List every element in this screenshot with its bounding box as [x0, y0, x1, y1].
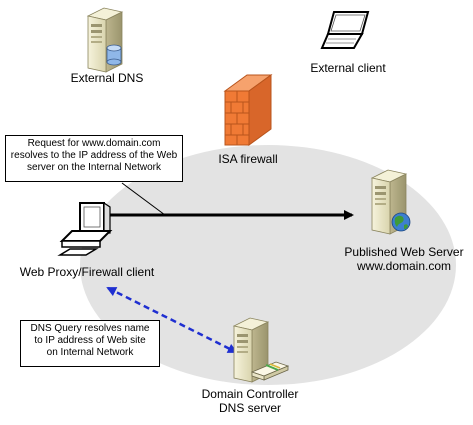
server-icon [370, 169, 411, 235]
web-proxy-client-label: Web Proxy/Firewall client [19, 265, 155, 279]
published-web-server-label: Published Web Server www.domain.com [344, 245, 464, 273]
firewall-icon [223, 74, 273, 146]
database-icon [106, 44, 122, 66]
desktop-computer-icon [57, 201, 113, 256]
dns-query-arrow [106, 286, 238, 354]
server-icon [86, 7, 124, 73]
request-callout: Request for www.domain.com resolves to t… [5, 135, 183, 182]
external-client-label: External client [310, 61, 386, 75]
domain-controller-label: Domain Controller DNS server [201, 387, 299, 415]
dns-query-callout: DNS Query resolves name to IP address of… [20, 320, 160, 367]
laptop-icon [320, 11, 370, 49]
dns-server-icon [232, 317, 290, 383]
external-dns-label: External DNS [70, 71, 144, 85]
isa-firewall-label: ISA firewall [218, 152, 278, 166]
request-callout-pointer [121, 182, 166, 216]
globe-icon [391, 212, 411, 232]
card-reader-icon [250, 361, 290, 381]
